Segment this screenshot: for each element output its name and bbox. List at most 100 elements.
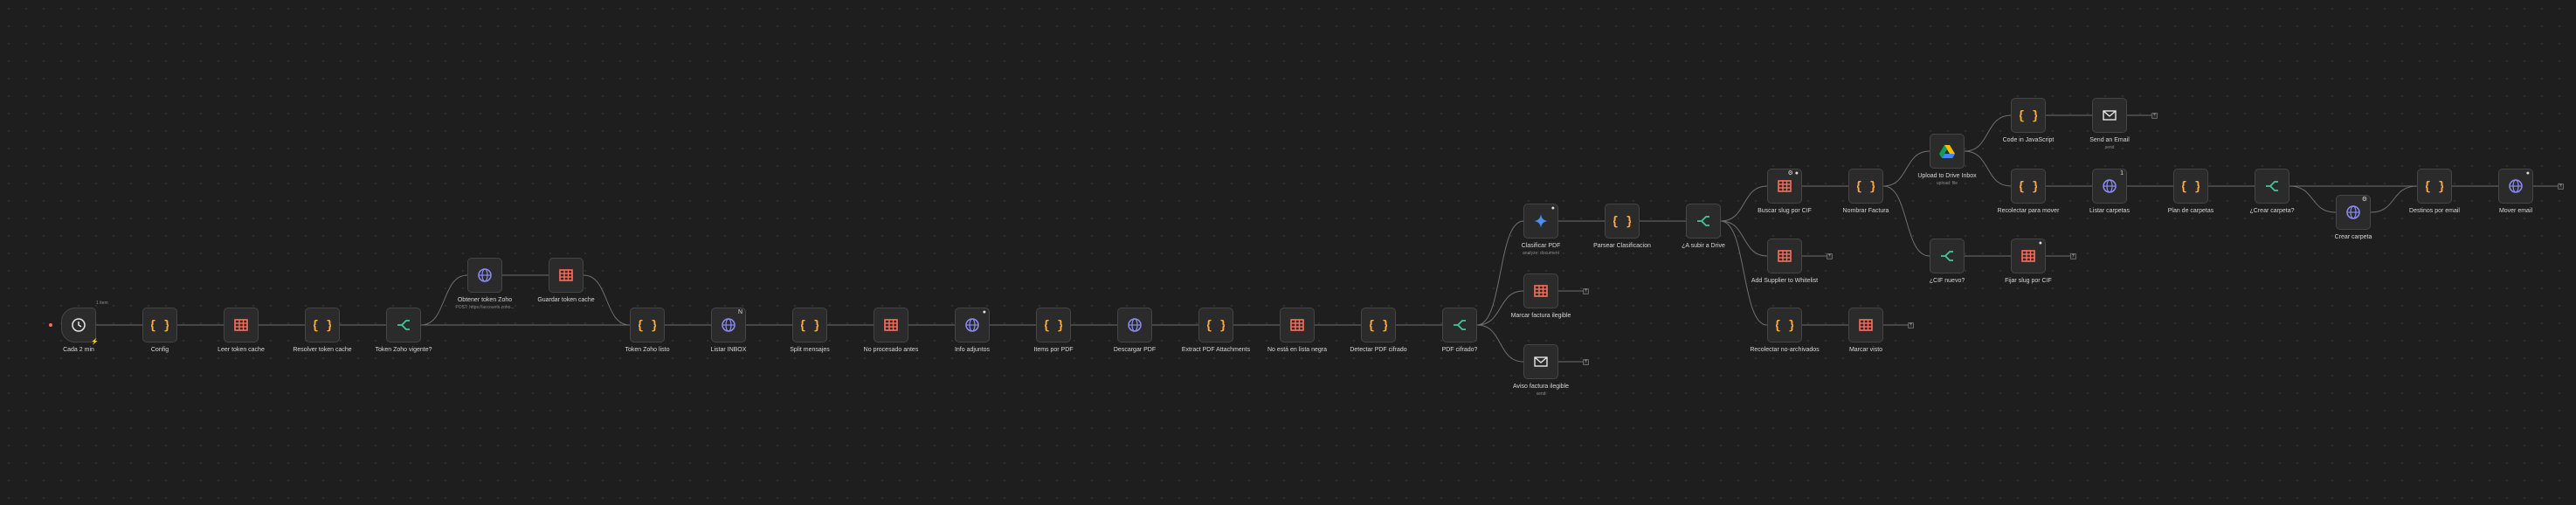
- table-icon: [557, 266, 575, 284]
- connection-n18-n21[interactable]: [1476, 324, 1524, 363]
- node-listar-carpetas[interactable]: 1: [2092, 169, 2127, 204]
- node-upload-to-drive-inbox[interactable]: [1930, 134, 1965, 169]
- node-label: Listar carpetas: [2089, 208, 2130, 214]
- add-node-button[interactable]: +: [2070, 252, 2076, 259]
- node-cada-2-min[interactable]: ⚡: [61, 308, 99, 345]
- drive-icon: [1938, 142, 1956, 160]
- node-pdf-cifrado[interactable]: [1442, 308, 1477, 342]
- node-label: Extract PDF Attachments: [1181, 347, 1251, 353]
- node-obtener-token-zoho[interactable]: [467, 258, 502, 293]
- node-aviso-factura-ilegible[interactable]: [1523, 344, 1558, 379]
- node-fijar-slug-por-cif[interactable]: ●: [2011, 239, 2046, 273]
- node-subtitle: POST: https://accounts.zoho...: [455, 305, 515, 310]
- node-clasificar-pdf[interactable]: ●: [1523, 204, 1558, 239]
- connection-n29-n32[interactable]: [1964, 114, 2012, 152]
- node-label: Listar INBOX: [710, 347, 747, 353]
- node-label: Buscar slug por CIF: [1758, 208, 1812, 214]
- code-icon: { }: [639, 316, 656, 334]
- connection-n38-n39[interactable]: [2370, 185, 2418, 213]
- if-icon: [2263, 177, 2281, 195]
- node-label: PDF cifrado?: [1441, 347, 1478, 353]
- node-no-procesado-antes[interactable]: [874, 308, 908, 342]
- connection-n5-n6[interactable]: [420, 274, 468, 326]
- code-icon: { }: [2020, 177, 2037, 195]
- globe-icon: [1126, 316, 1143, 334]
- node-split-mensajes[interactable]: { }: [792, 308, 827, 342]
- svg-text:{ }: { }: [2426, 180, 2443, 194]
- node--a-subir-a-drive[interactable]: [1686, 204, 1721, 239]
- node-label: Add Supplier to Whitelist: [1751, 278, 1819, 284]
- node-label: Token Zoho vigente?: [375, 347, 432, 353]
- globe-icon: [476, 266, 494, 284]
- node-items-por-pdf[interactable]: { }: [1036, 308, 1071, 342]
- node-label: No procesado antes: [863, 347, 919, 353]
- add-node-button[interactable]: +: [2558, 183, 2564, 190]
- node-listar-inbox[interactable]: N: [711, 308, 746, 342]
- node-add-supplier-to-whitelist[interactable]: [1767, 239, 1802, 273]
- add-node-button[interactable]: +: [1908, 322, 1914, 329]
- node-plan-de-carpetas[interactable]: { }: [2173, 169, 2208, 204]
- node-label: Plan de carpetas: [2167, 208, 2214, 214]
- add-node-button[interactable]: +: [1583, 358, 1589, 365]
- node-info-adjuntos[interactable]: ●: [955, 308, 990, 342]
- node-nombrar-factura[interactable]: { }: [1848, 169, 1883, 204]
- code-icon: { }: [314, 316, 331, 334]
- node-resolver-token-cache[interactable]: { }: [305, 308, 340, 342]
- node-label: Split mensajes: [790, 347, 830, 353]
- globe-icon: [2345, 204, 2362, 221]
- node--cif-nuevo[interactable]: [1930, 239, 1965, 273]
- node-label: Send an Email: [2089, 137, 2130, 143]
- node-detectar-pdf-cifrado[interactable]: { }: [1361, 308, 1396, 342]
- add-node-button[interactable]: +: [2151, 112, 2158, 119]
- node-guardar-token-cache[interactable]: [549, 258, 584, 293]
- node--crear-carpeta[interactable]: [2255, 169, 2289, 204]
- connection-n23-n25[interactable]: [1720, 220, 1768, 257]
- node-token-zoho-vigente[interactable]: [386, 308, 421, 342]
- node-destinos-por-email[interactable]: { }: [2417, 169, 2452, 204]
- node-subtitle: send: [1536, 391, 1546, 397]
- node-label: Destinos por email: [2409, 208, 2460, 214]
- node-config[interactable]: { }: [142, 308, 177, 342]
- node-label: Upload to Drive Inbox: [1917, 173, 1977, 179]
- add-node-button[interactable]: +: [1583, 287, 1589, 294]
- node-label: No está en lista negra: [1267, 347, 1328, 353]
- connection-n29-n34[interactable]: [1964, 150, 2012, 187]
- node-leer-token-cache[interactable]: [224, 308, 259, 342]
- connection-n23-n24[interactable]: [1720, 185, 1768, 222]
- node-subtitle: send: [2104, 145, 2115, 150]
- node-recolectar-para-mover[interactable]: { }: [2011, 169, 2046, 204]
- node-label: Resolver token cache: [293, 347, 352, 353]
- node-mover-email[interactable]: ●: [2498, 169, 2533, 204]
- svg-text:{ }: { }: [151, 319, 169, 333]
- node-descargar-pdf[interactable]: [1117, 308, 1152, 342]
- node-no-está-en-lista-negra[interactable]: [1280, 308, 1315, 342]
- node-marcar-visto[interactable]: [1848, 308, 1883, 342]
- connection-n28-n29[interactable]: [1882, 150, 1930, 187]
- connection-n18-n19[interactable]: [1476, 220, 1524, 326]
- node-send-an-email[interactable]: [2092, 98, 2127, 133]
- table-icon: [1532, 282, 1550, 300]
- mail-icon: [2101, 107, 2118, 124]
- node-parsear-clasificacion[interactable]: { }: [1605, 204, 1640, 239]
- connection-n7-n8[interactable]: [583, 274, 631, 326]
- connection-n23-n26[interactable]: [1720, 220, 1768, 326]
- connection-n37-n38[interactable]: [2289, 185, 2337, 213]
- connection-n18-n20[interactable]: [1476, 290, 1524, 326]
- node-extract-pdf-attachments[interactable]: { }: [1198, 308, 1233, 342]
- node-recolectar-no-archivados[interactable]: { }: [1767, 308, 1802, 342]
- table-icon: [1776, 177, 1793, 195]
- node-buscar-slug-por-cif[interactable]: ⚙ ●: [1767, 169, 1802, 204]
- node-label: Aviso factura ilegible: [1512, 384, 1570, 390]
- node-code-in-javascript[interactable]: { }: [2011, 98, 2046, 133]
- add-node-button[interactable]: +: [1827, 252, 1833, 259]
- connection-n28-n30[interactable]: [1882, 185, 1930, 257]
- node-marcar-factura-ilegible[interactable]: [1523, 273, 1558, 308]
- globe-icon: [2507, 177, 2524, 195]
- node-token-zoho-listo[interactable]: { }: [630, 308, 665, 342]
- table-icon: [2020, 247, 2037, 265]
- node-label: Descargar PDF: [1113, 347, 1157, 353]
- node-crear-carpeta[interactable]: ⚙: [2336, 195, 2371, 230]
- code-icon: { }: [2020, 107, 2037, 124]
